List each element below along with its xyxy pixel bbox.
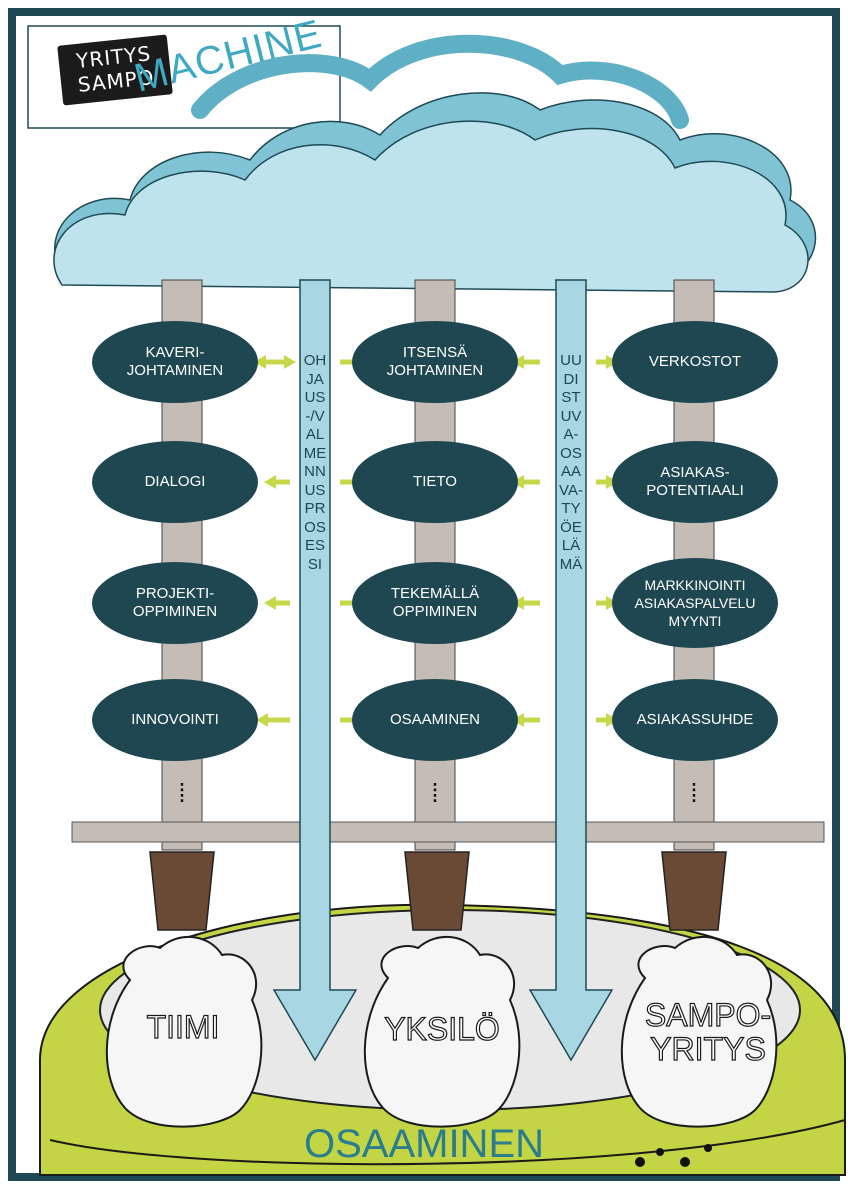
oval-asiakassuhde: ASIAKASSUHDE bbox=[612, 679, 778, 761]
oval-innovointi: INNOVOINTI bbox=[92, 679, 258, 761]
frame-border bbox=[8, 8, 840, 1181]
process-arrows bbox=[272, 279, 614, 1062]
arrow-ohjaus bbox=[272, 279, 358, 1062]
oval-osaaminen: OSAAMINEN bbox=[352, 679, 518, 761]
oval-itsensajohtaminen: ITSENSÄ JOHTAMINEN bbox=[352, 321, 518, 403]
bag-label-tiimi: TIIMI bbox=[146, 1009, 220, 1045]
shelf bbox=[71, 821, 825, 843]
ohjaus-valmennusprosessi-text: OHJAUS-/VALMENNUSPROSESSI bbox=[303, 352, 327, 573]
continuation-mark-col1: ⁞ bbox=[178, 778, 186, 808]
oval-tekemallaoppiminen: TEKEMÄLLÄ OPPIMINEN bbox=[352, 562, 518, 644]
continuation-mark-col3: ⁞ bbox=[690, 778, 698, 808]
oval-dialogi: DIALOGI bbox=[92, 441, 258, 523]
uudistuva-osaava-tyoelama-text: UUDISTUVA-OSAAVA-TYÖELÄMÄ bbox=[559, 352, 583, 573]
cloud bbox=[53, 34, 817, 293]
oval-verkostot: VERKOSTOT bbox=[612, 321, 778, 403]
oval-tieto: TIETO bbox=[352, 441, 518, 523]
bags bbox=[105, 935, 778, 1128]
buckets bbox=[149, 851, 727, 931]
osaaminen-base-label: OSAAMINEN bbox=[303, 1122, 545, 1166]
bag-label-yksilo: YKSILÖ bbox=[384, 1011, 501, 1047]
oval-projektioppiminen: PROJEKTI- OPPIMINEN bbox=[92, 562, 258, 644]
continuation-mark-col2: ⁞ bbox=[431, 778, 439, 808]
bag-label-sampo-yritys: SAMPO- YRITYS bbox=[644, 997, 772, 1067]
oval-kaverijohtaminen: KAVERI- JOHTAMINEN bbox=[92, 321, 258, 403]
oval-markkinointi: MARKKINOINTI ASIAKASPALVELU MYYNTI bbox=[612, 558, 778, 648]
oval-asiakaspotentiaali: ASIAKAS- POTENTIAALI bbox=[612, 441, 778, 523]
arrow-uudistuva bbox=[528, 279, 614, 1062]
